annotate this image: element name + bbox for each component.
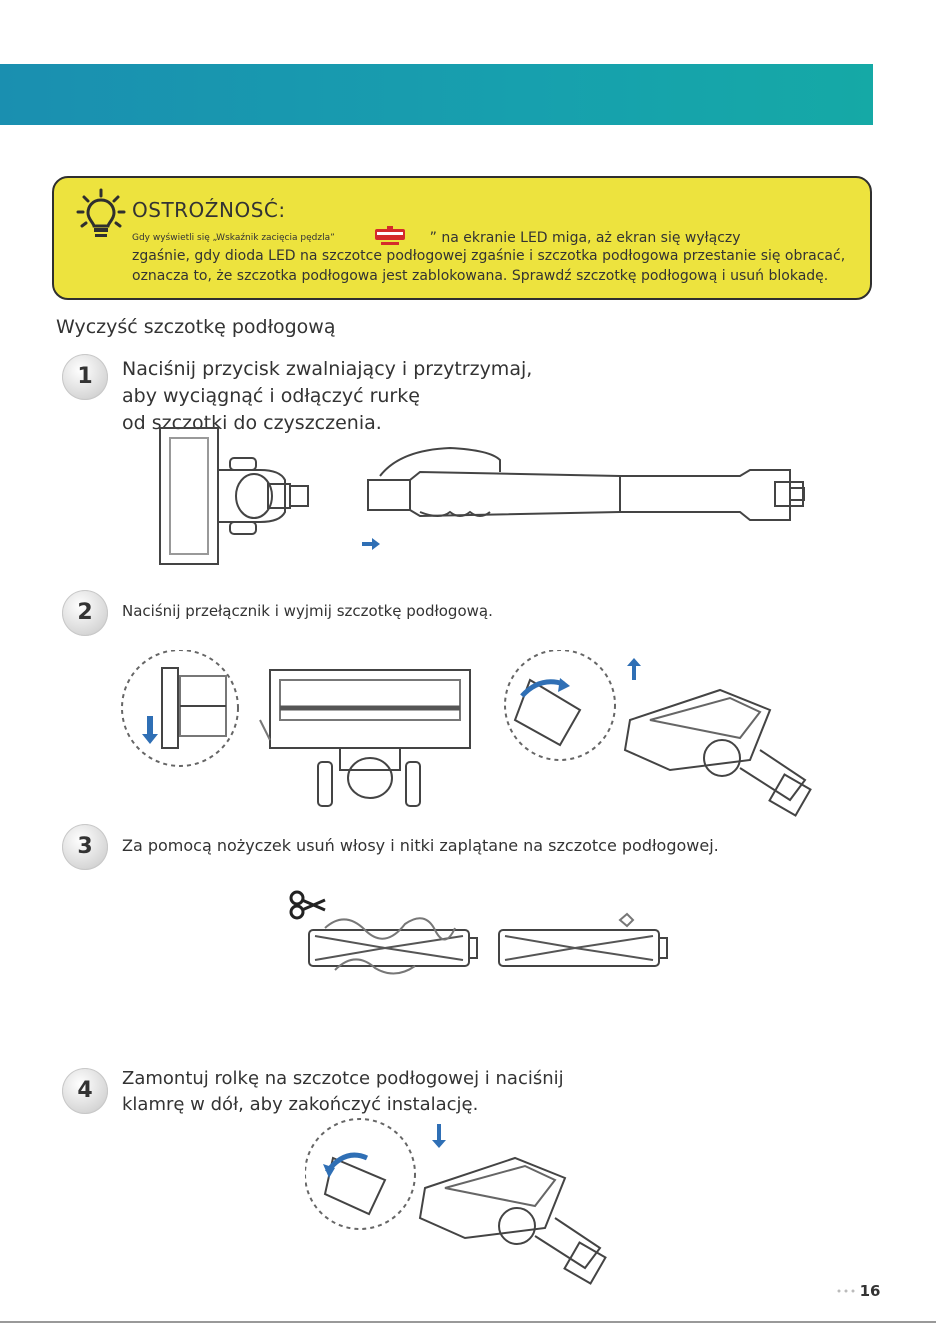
step-3-text: Za pomocą nożyczek usuń włosy i nitki za… — [122, 836, 719, 855]
step-1-line-1: Naciśnij przycisk zwalniający i przytrzy… — [122, 358, 533, 380]
step-number: 2 — [77, 600, 93, 625]
page-number: 16 — [859, 1282, 881, 1300]
page-decoration-icon — [837, 1289, 855, 1293]
step-3-line-1: Za pomocą nożyczek usuń włosy i nitki za… — [122, 836, 719, 855]
caution-line-1-small: Gdy wyświetli się „Wskaźnik zacięcia pęd… — [132, 233, 335, 243]
step-badge-2: 2 — [62, 590, 108, 636]
caution-line-1-rest: ” na ekranie LED miga, aż ekran się wyłą… — [429, 230, 741, 246]
step-2-text: Naciśnij przełącznik i wyjmij szczotkę p… — [122, 602, 493, 620]
caution-line-1: Gdy wyświetli się „Wskaźnik zacięcia pęd… — [132, 226, 741, 246]
caution-line-3: oznacza to, że szczotka podłogowa jest z… — [132, 268, 829, 284]
step-badge-3: 3 — [62, 824, 108, 870]
header-bar — [0, 64, 873, 125]
step-4-text: Zamontuj rolkę na szczotce podłogowej i … — [122, 1066, 564, 1118]
brush-jam-icon — [375, 226, 406, 245]
step-badge-4: 4 — [62, 1068, 108, 1114]
step-number: 3 — [77, 834, 93, 859]
section-title: Wyczyść szczotkę podłogową — [56, 316, 336, 338]
step-4-illustration — [305, 1118, 607, 1285]
footer-rule — [0, 1321, 936, 1323]
step-badge-1: 1 — [62, 354, 108, 400]
caution-title: OSTROŹNOSĆ: — [132, 198, 286, 222]
caution-box: OSTROŹNOSĆ: Gdy wyświetli się „Wskaźnik … — [52, 176, 872, 300]
step-1-line-2: aby wyciągnąć i odłączyć rurkę — [122, 385, 420, 407]
step-4-line-1: Zamontuj rolkę na szczotce podłogowej i … — [122, 1068, 564, 1089]
step-4-line-2: klamrę w dół, aby zakończyć instalację. — [122, 1094, 479, 1115]
scissors-icon — [289, 890, 326, 920]
step-2-illustration — [121, 650, 812, 817]
step-number: 4 — [77, 1078, 93, 1103]
lightbulb-icon — [76, 188, 126, 237]
caution-line-2: zgaśnie, gdy dioda LED na szczotce podło… — [132, 248, 846, 264]
step-number: 1 — [77, 364, 93, 389]
step-3-illustration — [289, 890, 668, 975]
step-2-line-1: Naciśnij przełącznik i wyjmij szczotkę p… — [122, 602, 493, 620]
step-1-illustration — [159, 427, 805, 565]
